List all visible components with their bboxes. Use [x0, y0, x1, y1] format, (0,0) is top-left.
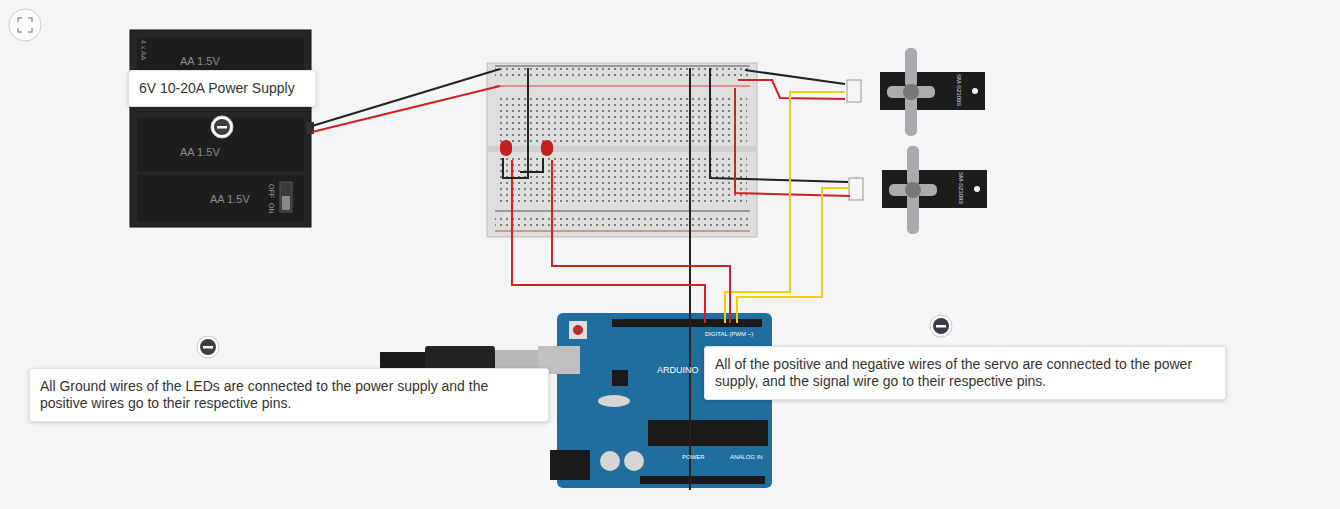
note-box: 6V 10-20A Power Supply [128, 70, 316, 107]
arduino-board [538, 313, 772, 488]
breadboard [487, 63, 757, 237]
note-text: All of the positive and negative wires o… [715, 356, 1215, 390]
switch-label: OFF [268, 184, 275, 198]
servo-model: SM-S2309S [956, 74, 962, 106]
switch-label: ON [268, 203, 275, 214]
battery-pack [130, 30, 314, 227]
battery-text: 4 x AA [140, 40, 147, 60]
wires [312, 68, 850, 490]
expand-icon [9, 9, 41, 41]
note-marker [197, 116, 952, 358]
header-label: DIGITAL (PWM ~) [705, 331, 753, 337]
note-box: All Ground wires of the LEDs are connect… [29, 368, 549, 422]
note-text: 6V 10-20A Power Supply [139, 80, 305, 97]
board-name: ARDUINO [657, 366, 699, 375]
servo-model: SM-S2309S [958, 172, 964, 204]
battery-text: AA 1.5V [210, 194, 250, 205]
header-label: POWER [682, 454, 705, 460]
note-box: All of the positive and negative wires o… [704, 346, 1226, 400]
note-text: All Ground wires of the LEDs are connect… [40, 378, 538, 412]
header-label: ANALOG IN [730, 454, 763, 460]
battery-text: AA 1.5V [180, 56, 220, 67]
servo-motor [847, 48, 985, 136]
led [500, 140, 553, 156]
servo-motor [849, 146, 987, 234]
battery-text: AA 1.5V [180, 147, 220, 158]
